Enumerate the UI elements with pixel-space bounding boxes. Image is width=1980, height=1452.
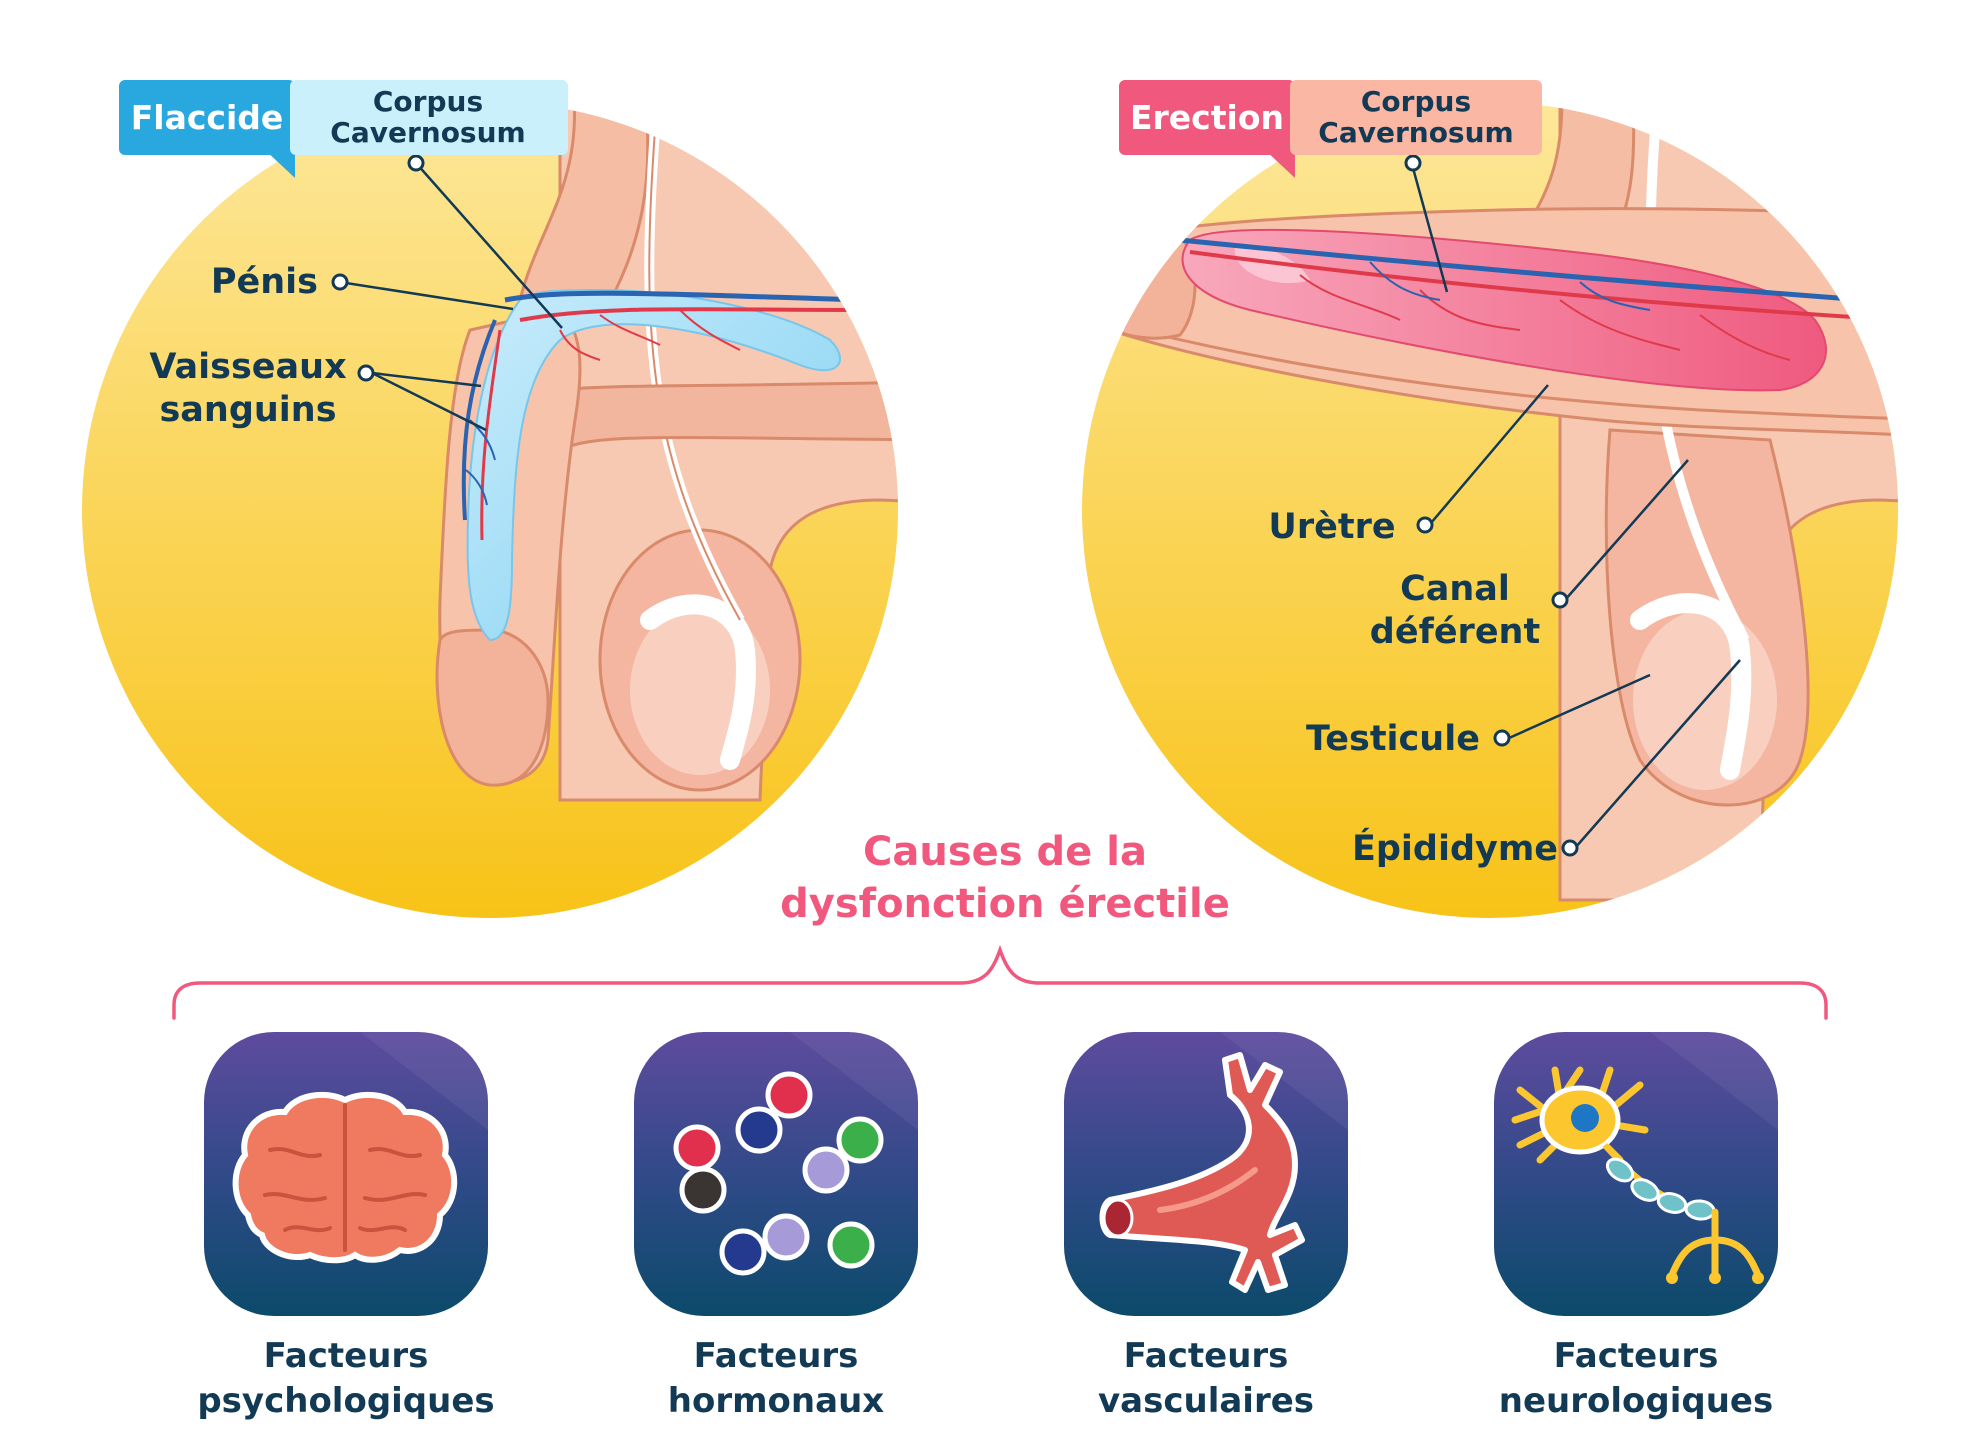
flaccid-tag-label: Flaccide: [131, 98, 284, 137]
vessels-label-1: Vaisseaux: [149, 347, 347, 387]
erection-corpus-label-1: Corpus: [1361, 85, 1471, 118]
testicle-label: Testicule: [1306, 719, 1480, 759]
factor-psychological-line1: Facteurs: [264, 1336, 429, 1376]
penis-label: Pénis: [211, 262, 318, 302]
vas-deferens-label-1: Canal: [1400, 569, 1510, 609]
vessels-label-2: sanguins: [159, 390, 336, 430]
epididymis-label: Épididyme: [1352, 827, 1558, 869]
factor-hormonal-line2: hormonaux: [668, 1381, 884, 1421]
causes-bracket: [172, 944, 1828, 1020]
flaccid-illustration: Flaccide Corpus Cavernosum Pénis Vaissea…: [82, 80, 898, 918]
causes-title-line2: dysfonction érectile: [780, 881, 1230, 927]
erection-corpus-label-2: Cavernosum: [1318, 116, 1513, 149]
brain-icon: [232, 1091, 458, 1264]
factor-vascular-line1: Facteurs: [1124, 1336, 1289, 1376]
vas-deferens-label-2: déférent: [1370, 612, 1540, 652]
factor-tile-hormonal: [634, 1032, 918, 1316]
flaccid-tag: Flaccide Corpus Cavernosum: [119, 80, 568, 178]
factor-neurological-line2: neurologiques: [1499, 1381, 1773, 1421]
factor-tile-vascular: [1064, 1032, 1348, 1316]
erection-tag: Erection Corpus Cavernosum: [1119, 80, 1542, 178]
urethra-label: Urètre: [1268, 507, 1395, 547]
factor-tile-psychological: [204, 1032, 488, 1316]
factor-vascular-line2: vasculaires: [1098, 1381, 1314, 1421]
flaccid-corpus-label-2: Cavernosum: [330, 116, 525, 149]
erection-illustration: Erection Corpus Cavernosum Urètre Canal …: [1082, 80, 1898, 918]
factor-psychological-line2: psychologiques: [197, 1381, 494, 1421]
flaccid-corpus-label-1: Corpus: [373, 85, 483, 118]
neuron-icon: [1511, 1066, 1764, 1284]
causes-title-line1: Causes de la: [863, 829, 1147, 875]
factor-tile-neurological: [1494, 1032, 1778, 1316]
factor-neurological-line1: Facteurs: [1554, 1336, 1719, 1376]
erection-tag-label: Erection: [1130, 98, 1284, 137]
factor-hormonal-line1: Facteurs: [694, 1336, 859, 1376]
blood-vessel-icon: [1099, 1052, 1305, 1293]
molecules-icon: [673, 1071, 884, 1276]
causes-section: Causes de la dysfonction érectile: [172, 829, 1828, 1421]
